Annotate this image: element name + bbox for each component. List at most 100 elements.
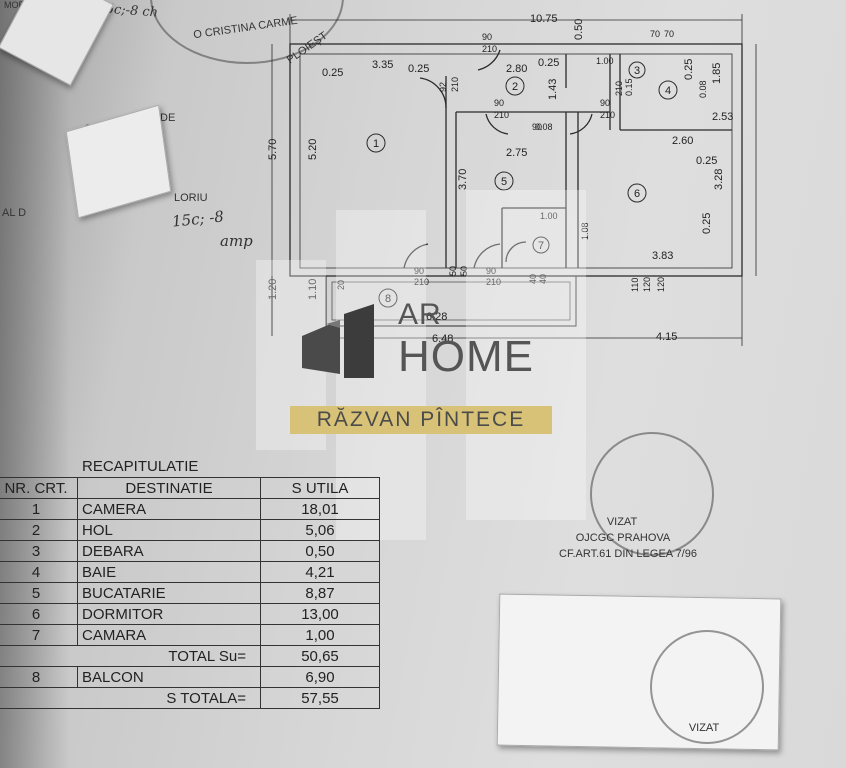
dimension-label: 2.75 — [506, 147, 527, 159]
dimension-label: 6.48 — [432, 333, 453, 345]
cell-nr: 8 — [0, 666, 78, 688]
header-s-utila: S UTILA — [260, 477, 380, 499]
dimension-label: 6.28 — [426, 311, 447, 323]
room-marker-6 — [627, 183, 647, 203]
fragment-mobil: MOBIL — [4, 0, 33, 10]
round-stamp-vizat — [590, 432, 714, 556]
dimension-label: 0.08 — [535, 122, 553, 132]
cell-s-totala-label: S TOTALA= — [0, 687, 261, 709]
cell-nr: 3 — [0, 540, 78, 562]
dimension-label: 20 — [336, 280, 346, 290]
dimension-label: 4.15 — [656, 331, 677, 343]
cell-destinatie: CAMERA — [77, 498, 261, 520]
ar-home-logo-icon — [302, 304, 374, 378]
room-marker-8 — [378, 288, 398, 308]
room-number-5: 5 — [501, 176, 507, 188]
dimension-label: 40 — [528, 274, 538, 284]
dimension-label: 3.28 — [713, 169, 725, 190]
door-swing-6 — [473, 243, 501, 269]
cell-suprafata: 1,00 — [260, 624, 380, 646]
dimension-label: 1.20 — [267, 279, 279, 300]
door-swing-4 — [569, 113, 593, 135]
dimension-label: 0.25 — [322, 67, 343, 79]
room-marker-3 — [628, 61, 646, 79]
cell-destinatie: DORMITOR — [77, 603, 261, 625]
cell-nr: 6 — [0, 603, 78, 625]
dimension-label: 90 — [494, 98, 504, 108]
dimension-label: 0.50 — [573, 19, 585, 40]
dimension-label: 92 — [438, 82, 448, 92]
room-number-7: 7 — [538, 240, 544, 252]
cell-suprafata: 0,50 — [260, 540, 380, 562]
dimension-label: 0.25 — [696, 155, 717, 167]
room-number-8: 8 — [385, 293, 391, 305]
recap-title: RECAPITULATIE — [82, 458, 199, 475]
cell-nr: 5 — [0, 582, 78, 604]
room-number-1: 1 — [373, 138, 379, 150]
cell-total-su-value: 50,65 — [260, 645, 380, 667]
dimension-label: 3.35 — [372, 59, 393, 71]
dimension-label: 1.00 — [540, 211, 558, 221]
watermark-home: HOME — [398, 332, 534, 381]
dimension-label: 50 — [459, 266, 469, 276]
dimension-label: 1.08 — [580, 222, 590, 240]
fragment-de: DE — [160, 112, 176, 124]
cell-suprafata: 13,00 — [260, 603, 380, 625]
dimension-label: 120 — [642, 277, 652, 292]
dimension-label: 10.75 — [530, 13, 558, 25]
dimension-label: 70 — [650, 29, 660, 39]
cell-suprafata: 8,87 — [260, 582, 380, 604]
fragment-al-d: AL D — [2, 207, 27, 219]
cell-total-su-label: TOTAL Su= — [0, 645, 261, 667]
dimension-label: 0.25 — [683, 59, 695, 80]
dimension-label: 70 — [664, 29, 674, 39]
handwriting-mid2: amp — [220, 232, 253, 250]
dimension-label: 90 — [532, 122, 542, 132]
room-number-2: 2 — [512, 81, 518, 93]
cell-destinatie: BUCATARIE — [77, 582, 261, 604]
header-nr: NR. CRT. — [0, 477, 78, 499]
vizat-title: VIZAT — [606, 516, 638, 528]
vizat-line1: OJCGC PRAHOVA — [575, 532, 671, 544]
dimension-label: 1.85 — [711, 63, 723, 84]
inner-wall — [299, 53, 733, 269]
header-destinatie: DESTINATIE — [77, 477, 261, 499]
dimension-label: 210 — [600, 110, 615, 120]
dimension-label: 90 — [482, 32, 492, 42]
room-number-3: 3 — [634, 65, 640, 77]
dimension-label: 210 — [482, 44, 497, 54]
cell-suprafata: 5,06 — [260, 519, 380, 541]
dimension-label: 110 — [630, 278, 640, 292]
dimension-label: 5.70 — [267, 139, 279, 160]
cell-destinatie: DEBARA — [77, 540, 261, 562]
dimension-label: 2.80 — [506, 63, 527, 75]
cell-nr: 2 — [0, 519, 78, 541]
vizat-bottom: VIZAT — [688, 722, 720, 734]
dimension-label: 210 — [414, 277, 429, 287]
cell-destinatie: BAIE — [77, 561, 261, 583]
dimension-label: 210 — [450, 77, 460, 92]
balcony — [325, 275, 577, 327]
dimension-label: 0.15 — [624, 78, 634, 96]
dimension-label: 0.25 — [538, 57, 559, 69]
door-swing-2 — [477, 49, 501, 71]
cell-suprafata: 18,01 — [260, 498, 380, 520]
dimension-label: 0.25 — [701, 213, 713, 234]
fragment-loriu: LORIU — [174, 192, 208, 204]
dimension-label: 90 — [600, 98, 610, 108]
dimension-label: 1.00 — [596, 56, 614, 66]
cell-destinatie: CAMARA — [77, 624, 261, 646]
cell-destinatie: HOL — [77, 519, 261, 541]
room-marker-4 — [658, 80, 678, 100]
watermark-agent-name: RĂZVAN PÎNTECE — [290, 406, 552, 434]
dimension-label: 210 — [614, 81, 624, 96]
table-row-total-su: TOTAL Su=50,65 — [0, 645, 380, 667]
dimension-label: 1.43 — [547, 79, 559, 100]
door-swing-5 — [403, 243, 429, 269]
door-swing-3 — [485, 113, 509, 135]
room-marker-2 — [505, 76, 525, 96]
